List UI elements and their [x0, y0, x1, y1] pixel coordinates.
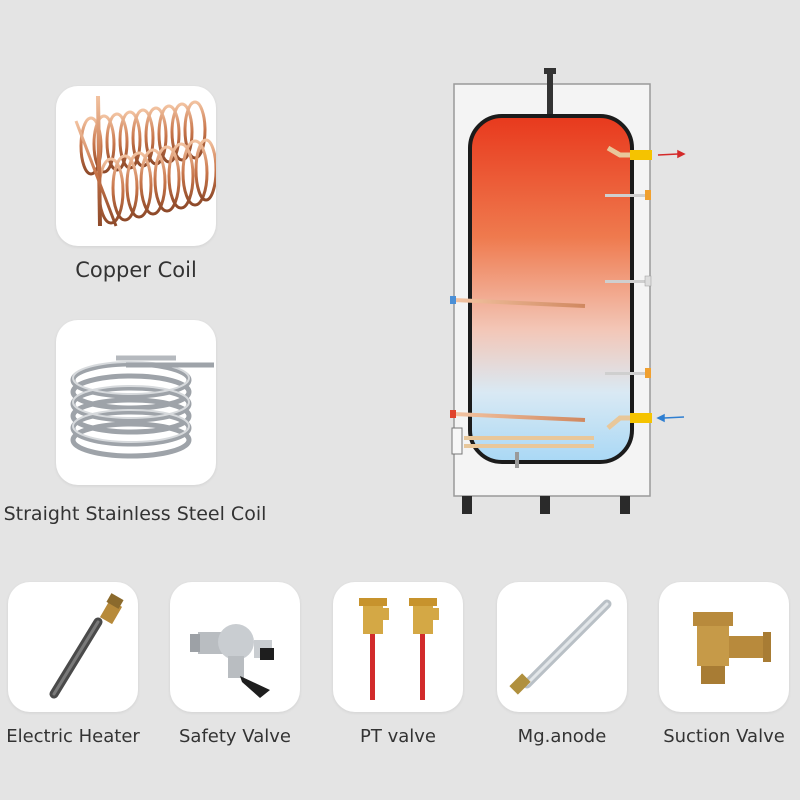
sensor-port	[605, 280, 650, 283]
heating-coil	[453, 298, 587, 422]
electric-heater-label: Electric Heater	[6, 726, 140, 747]
mg-anode-card	[497, 582, 627, 712]
copper-coil-card	[56, 86, 216, 246]
heater-element	[464, 436, 594, 440]
tank-leg	[540, 496, 550, 514]
suction-valve-card	[659, 582, 789, 712]
tank-leg	[462, 496, 472, 514]
copper-coil-image	[74, 95, 216, 227]
suction-valve-image	[693, 612, 771, 684]
pt-valve-card	[333, 582, 463, 712]
mg-anode-image	[509, 599, 612, 695]
coil-outlet-cap	[450, 410, 456, 418]
copper-coil-label: Copper Coil	[75, 258, 197, 282]
sensor-port	[605, 194, 650, 197]
tank-leg	[620, 496, 630, 514]
pt-valve-image	[359, 598, 439, 700]
electric-heater-card	[8, 582, 138, 712]
safety-valve-image	[190, 624, 274, 698]
mg-anode-label: Mg.anode	[517, 726, 607, 747]
top-pipe	[547, 68, 553, 120]
stainless-coil-label: Straight Stainless Steel Coil	[3, 503, 267, 525]
stainless-coil-card	[56, 320, 216, 485]
suction-valve-label: Suction Valve	[663, 726, 785, 747]
electric-heater-image	[49, 593, 124, 699]
inner-vessel	[468, 114, 634, 464]
safety-valve-card	[170, 582, 300, 712]
water-tank-diagram	[450, 68, 686, 514]
pt-valve-label: PT valve	[360, 726, 436, 747]
coil-inlet-cap	[450, 296, 456, 304]
outlet-arrow	[657, 149, 686, 159]
inlet-arrow	[656, 413, 685, 423]
sensor-port	[605, 372, 650, 375]
stainless-coil-image	[70, 355, 214, 459]
anode-port	[515, 452, 519, 468]
safety-valve-label: Safety Valve	[179, 726, 291, 747]
